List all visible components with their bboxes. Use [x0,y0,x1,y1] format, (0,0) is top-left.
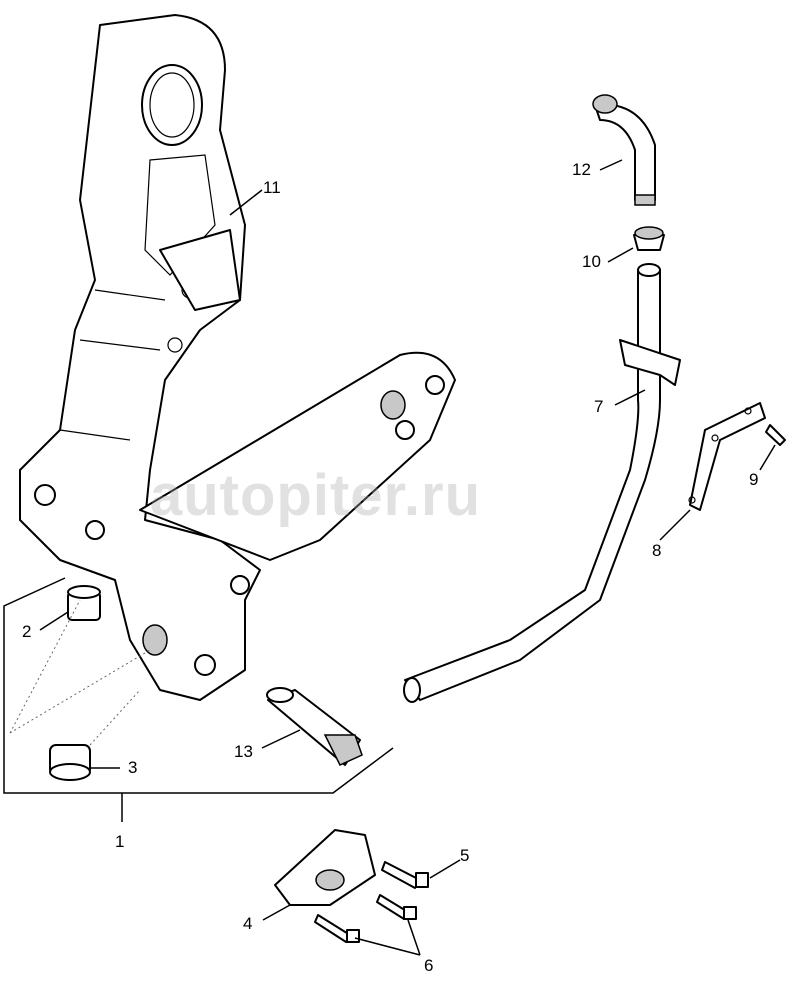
watermark: autopiter.ru [150,463,482,528]
callout-5: 5 [460,846,470,865]
part-12-elbow-hose [592,94,656,206]
part-5-bolt [381,861,429,889]
part-3-bushing [49,744,91,781]
part-10-plug [633,226,665,251]
part-8-bracket [688,402,766,511]
callout-7: 7 [594,397,604,416]
callout-6: 6 [424,956,434,975]
part-2-bushing [67,585,101,621]
callout-12: 12 [572,160,591,179]
callout-10: 10 [582,252,601,271]
callout-2: 2 [22,622,32,641]
part-9-screw [765,424,786,446]
callout-1: 1 [115,832,125,851]
callout-11: 11 [263,178,281,197]
callout-13: 13 [234,742,253,761]
callout-4: 4 [243,914,253,933]
part-4-block [274,829,376,906]
group-bracket-1 [3,577,394,794]
part-7-tube [403,263,681,703]
callout-8: 8 [652,541,662,560]
callout-9: 9 [749,470,759,489]
callout-3: 3 [128,758,138,777]
part-13-pin [266,687,363,766]
part-11-lift-arm [19,14,456,701]
